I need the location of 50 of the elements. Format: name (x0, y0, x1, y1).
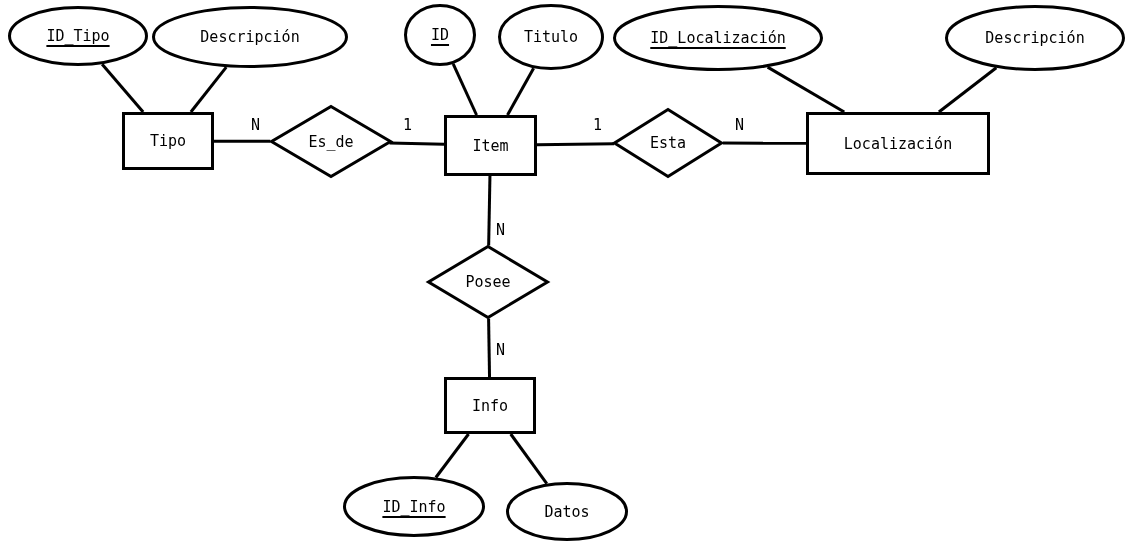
entity-box (444, 377, 536, 434)
entity-name: Localización (843, 134, 953, 153)
connector-line (487, 318, 492, 378)
cardinality-label: N (495, 343, 507, 358)
connector-line (938, 66, 998, 114)
cardinality-label: 1 (592, 118, 604, 133)
attribute-ellipse (498, 4, 604, 70)
relationship-name: Es_de (308, 132, 354, 151)
entity-box (122, 112, 214, 170)
attribute-name: ID_Localización (650, 29, 786, 47)
attribute-name: Datos (544, 502, 590, 521)
attribute-ellipse (945, 5, 1125, 71)
attribute-name: Descripción (985, 29, 1085, 47)
attribute-name: ID_Info (382, 497, 446, 516)
attribute-ellipse (152, 6, 348, 68)
entity-box (806, 112, 990, 175)
connector-line (434, 433, 470, 479)
cardinality-label: N (495, 223, 507, 238)
connector-line (509, 433, 548, 485)
connector-line (766, 65, 845, 114)
attribute-ellipse (613, 5, 823, 71)
connector-line (722, 141, 806, 145)
attribute-ellipse (343, 476, 485, 537)
connector-line (451, 63, 478, 116)
attribute-name: ID_Tipo (46, 27, 110, 45)
relationship-name: Esta (649, 134, 687, 152)
attribute-name: ID (430, 26, 450, 44)
cardinality-label: N (734, 118, 746, 133)
cardinality-label: 1 (402, 118, 414, 133)
entity-name: Info (471, 396, 509, 415)
cardinality-label: N (250, 118, 262, 133)
entity-name: Item (472, 136, 509, 155)
connector-line (214, 139, 271, 143)
connector-line (101, 63, 145, 113)
attribute-name: Descripción (200, 28, 300, 46)
relationship-diamond (427, 245, 549, 319)
connector-line (487, 175, 492, 246)
entity-box (444, 115, 537, 176)
relationship-name: Posee (465, 273, 511, 291)
connector-line (189, 66, 228, 113)
attribute-ellipse (506, 482, 628, 541)
relationship-diamond (613, 108, 723, 178)
connector-line (389, 141, 445, 146)
relationship-diamond (270, 105, 392, 178)
entity-name: Tipo (149, 132, 187, 150)
connector-line (506, 67, 535, 116)
attribute-ellipse (404, 4, 476, 66)
connector-line (536, 142, 615, 147)
attribute-ellipse (8, 6, 148, 66)
attribute-name: Titulo (523, 28, 579, 46)
